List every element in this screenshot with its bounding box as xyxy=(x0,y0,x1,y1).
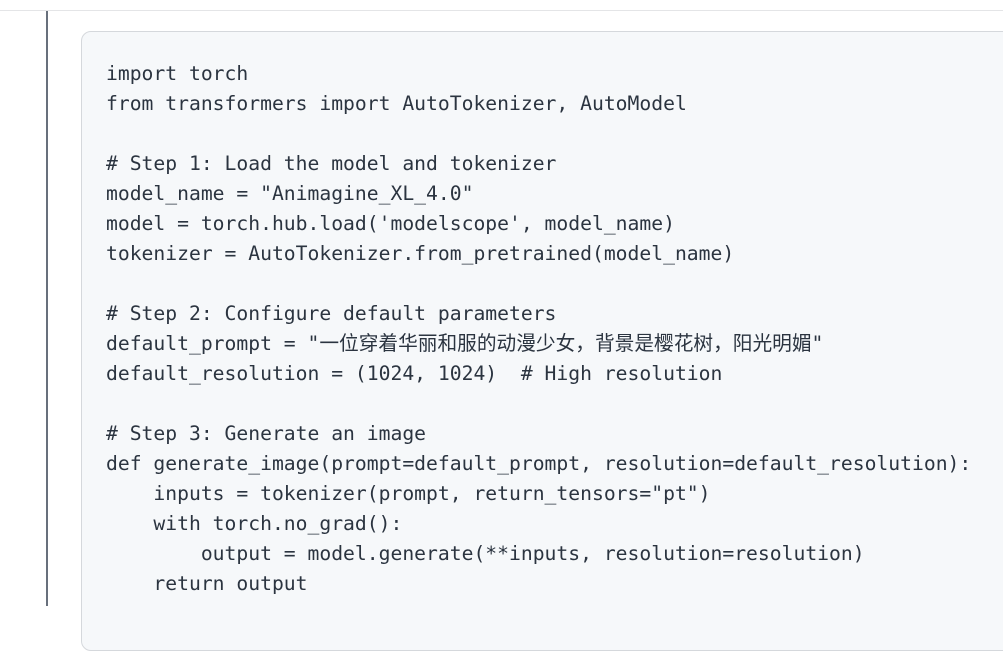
code-line: tokenizer = AutoTokenizer.from_pretraine… xyxy=(106,242,735,265)
code-line: default_prompt = "一位穿着华丽和服的动漫少女，背景是樱花树，阳… xyxy=(106,332,824,355)
code-line: import torch xyxy=(106,62,249,85)
code-line: from transformers import AutoTokenizer, … xyxy=(106,92,687,115)
vertical-rule xyxy=(46,11,48,606)
code-block: import torch from transformers import Au… xyxy=(81,31,1003,651)
code-line xyxy=(106,389,1003,419)
code-line: output = model.generate(**inputs, resolu… xyxy=(106,542,865,565)
code-line: default_resolution = (1024, 1024) # High… xyxy=(106,362,723,385)
code-line: return output xyxy=(106,572,308,595)
code-line: model_name = "Animagine_XL_4.0" xyxy=(106,182,474,205)
code-line: # Step 2: Configure default parameters xyxy=(106,302,557,325)
code-line xyxy=(106,269,1003,299)
code-line xyxy=(106,119,1003,149)
code-line: model = torch.hub.load('modelscope', mod… xyxy=(106,212,675,235)
code-line: def generate_image(prompt=default_prompt… xyxy=(106,452,972,475)
code-line: # Step 1: Load the model and tokenizer xyxy=(106,152,557,175)
horizontal-divider xyxy=(0,10,1003,11)
code-line: with torch.no_grad(): xyxy=(106,512,403,535)
code-line: # Step 3: Generate an image xyxy=(106,422,427,445)
code-line: inputs = tokenizer(prompt, return_tensor… xyxy=(106,482,711,505)
